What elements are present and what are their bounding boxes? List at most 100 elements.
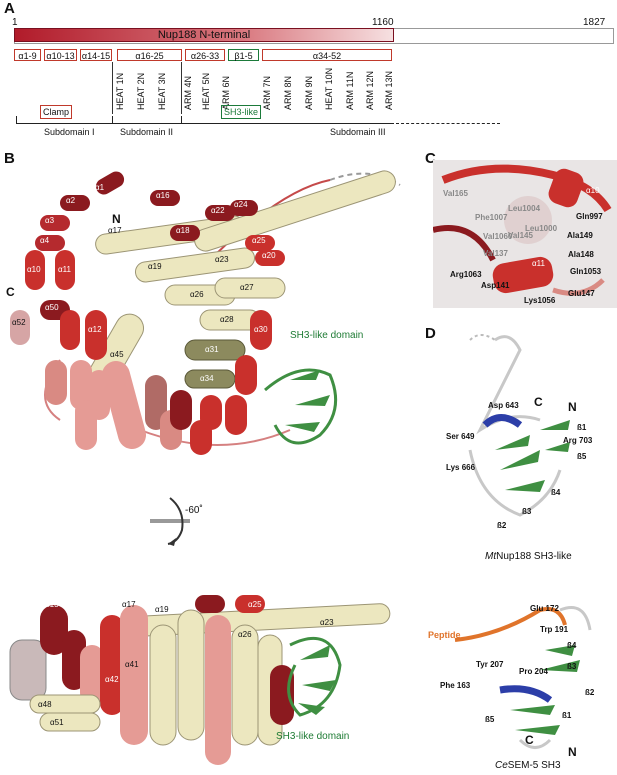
helix-a31	[184, 339, 246, 361]
residue-label: Ala149	[567, 231, 593, 240]
repeat-label: HEAT 2N	[136, 72, 146, 110]
helix-a30	[250, 310, 272, 350]
residue-label: Lys 666	[446, 463, 476, 472]
residue-label: Tyr 207	[476, 660, 504, 669]
repeat-label: ARM 4N	[183, 75, 193, 110]
helix-a2	[60, 195, 90, 211]
subdomain-line	[16, 123, 394, 124]
helix-label: α3	[45, 216, 55, 225]
helix-label: α17	[122, 600, 136, 609]
helix-a37	[170, 390, 192, 430]
helix-a16	[150, 190, 180, 206]
helix-label: α12	[88, 325, 102, 334]
subdomain-tick	[181, 116, 182, 124]
helix-label: α16	[156, 191, 170, 200]
c-terminus-label-d2: C	[525, 733, 534, 747]
subdomain-dashed-line	[396, 123, 500, 124]
sh3-domain-label: SH3-like domain	[290, 330, 364, 341]
segment-a34-52: α34-52	[262, 49, 392, 61]
subdomain-tick	[112, 116, 113, 124]
residue-label: Glu 172	[530, 604, 559, 613]
subdomain-divider	[112, 62, 113, 114]
helix-label: α50	[45, 303, 59, 312]
domain-start-number: 1	[12, 17, 18, 28]
n-terminus-label: N	[112, 212, 121, 226]
panel-b-letter: B	[4, 150, 15, 167]
repeat-label: ARM 6N	[221, 75, 231, 110]
helix-a32	[235, 355, 257, 395]
repeat-label: ARM 8N	[283, 75, 293, 110]
strand-label: ß5	[577, 452, 587, 461]
repeat-label: ARM 12N	[365, 70, 375, 110]
strand-label: ß1	[562, 711, 572, 720]
nterminal-bar-label: Nup188 N-terminal	[157, 29, 251, 41]
helix-label: α25	[248, 600, 262, 609]
residue-label: Ala148	[568, 250, 594, 259]
residue-label: Val1060	[483, 232, 513, 241]
residue-label: Val137	[483, 249, 508, 258]
residue-label: Asp141	[481, 281, 510, 290]
helix-label: α28	[220, 315, 234, 324]
c-terminus-label: C	[6, 285, 15, 299]
helix-a33	[225, 395, 247, 435]
strand-label: ß3	[567, 662, 577, 671]
helix-label: α1	[95, 183, 105, 192]
residue-label: Arg 703	[563, 436, 593, 445]
helix-label: α34	[200, 374, 214, 383]
residue-label: Phe 163	[440, 681, 471, 690]
structure-bottom-view	[9, 595, 391, 765]
helix-a12	[85, 310, 107, 360]
sh3-like-label: SH3-like	[221, 105, 262, 119]
helix-label: α26	[238, 630, 252, 639]
helix-label: α17	[108, 226, 122, 235]
helix-label: α25	[252, 236, 266, 245]
residue-label: Val145	[508, 231, 533, 240]
sh3-domain-cartoon	[264, 368, 338, 445]
n-terminus-label-d2: N	[568, 745, 577, 759]
subdomain-divider	[181, 62, 182, 114]
helix-label: α11	[58, 265, 71, 274]
helix-label: α48	[38, 700, 52, 709]
structure-top-view	[10, 170, 401, 455]
strand-label: ß5	[485, 715, 495, 724]
subdomain-iii-label: Subdomain III	[330, 127, 386, 137]
domain-mid-number: 1160	[372, 17, 394, 28]
strand-label: ß2	[497, 521, 507, 530]
helix-label: α12	[95, 600, 109, 609]
helix-label: α51	[50, 718, 64, 727]
repeat-label: HEAT 10N	[324, 67, 334, 110]
panel-d-bottom-caption: CeSEM-5 SH3	[495, 760, 561, 771]
repeat-label: HEAT 5N	[201, 72, 211, 110]
helix-label: α27	[240, 283, 254, 292]
strand-label: ß3	[522, 507, 532, 516]
helix-label: α4	[40, 236, 50, 245]
rotation-label: -60˚	[185, 505, 203, 516]
residue-label: Val165	[443, 189, 468, 198]
helix-label: α2	[66, 196, 76, 205]
residue-label: Gln997	[576, 212, 603, 221]
helix-a41	[101, 361, 147, 449]
rotation-arrow-icon	[150, 497, 190, 546]
segment-a14-15: α14-15	[80, 49, 112, 61]
helix-a47	[60, 310, 80, 350]
segment-a1-9: α1-9	[14, 49, 41, 61]
helix-label: α11	[532, 259, 545, 268]
helix-a22	[205, 205, 235, 221]
segment-a26-33: α26-33	[185, 49, 225, 61]
helix-a19	[134, 247, 256, 283]
clamp-label: Clamp	[40, 105, 73, 119]
n-terminus-label-d: N	[568, 400, 577, 414]
strand-label: ß1	[577, 423, 587, 432]
helix-a52	[10, 310, 30, 345]
panel-c-letter: C	[425, 150, 436, 167]
sh3-domain-cartoon-bottom	[287, 636, 342, 717]
panel-d-top-cartoon	[468, 334, 570, 517]
helix-label: α30	[254, 325, 268, 334]
helix-label: α45	[110, 350, 124, 359]
sh3-domain-label-bottom: SH3-like domain	[276, 731, 350, 742]
helix-a46	[45, 360, 67, 405]
segment-b1-5: β1-5	[228, 49, 259, 61]
panel-d-bottom-cartoon	[454, 606, 592, 749]
helix-label: α22	[211, 206, 225, 215]
helix-label: α31	[205, 345, 219, 354]
